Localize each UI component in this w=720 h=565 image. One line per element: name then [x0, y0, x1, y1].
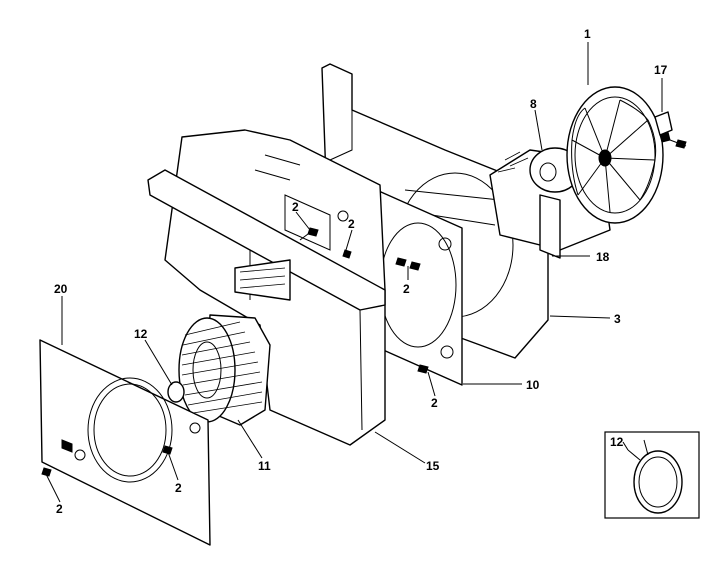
callout-10: 10: [526, 378, 540, 392]
callout-labels: 1 17 8 18 3 10 2 2 2 2 20 12 11 15 2 2 1…: [54, 27, 668, 516]
callout-17: 17: [654, 63, 668, 77]
gasket-plate-part-10: [371, 187, 463, 386]
callout-2-f: 2: [56, 502, 63, 516]
callout-11: 11: [258, 459, 271, 473]
callout-18: 18: [596, 250, 610, 264]
callout-2-b: 2: [348, 217, 355, 231]
callout-2-e: 2: [175, 481, 182, 495]
callout-3: 3: [614, 312, 621, 326]
callout-12-inset: 12: [610, 435, 624, 449]
screws-part-2: [41, 139, 687, 477]
leader-lines: [45, 42, 663, 503]
callout-15: 15: [426, 459, 440, 473]
callout-8: 8: [530, 97, 537, 111]
callout-12: 12: [134, 327, 148, 341]
fan-blade-part-1: [566, 86, 664, 224]
front-panel-part-20: [39, 339, 211, 546]
inset-detail-clamp: [604, 431, 700, 519]
callout-2-c: 2: [403, 282, 410, 296]
callout-20: 20: [54, 282, 68, 296]
callout-2-a: 2: [292, 200, 299, 214]
callout-2-d: 2: [431, 396, 438, 410]
callout-1: 1: [584, 27, 591, 41]
blower-wheel-part-11: [178, 314, 271, 426]
clamp-part-12: [167, 381, 185, 403]
main-housing-part-15: [147, 129, 386, 446]
